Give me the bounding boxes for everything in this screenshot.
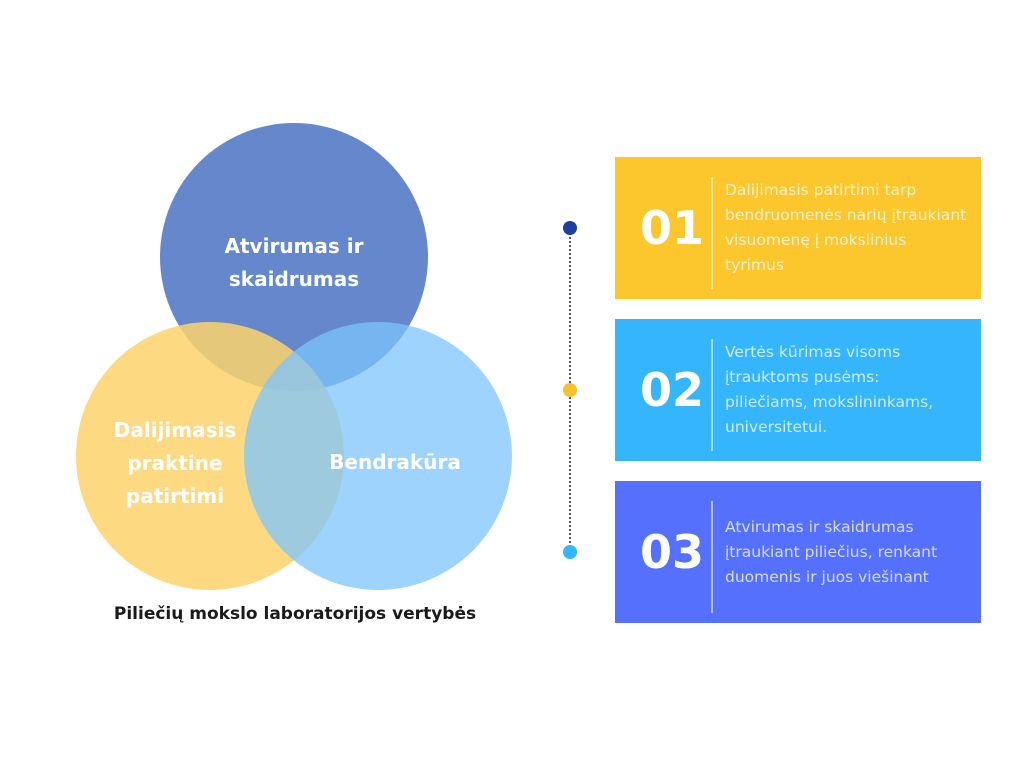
- venn-diagram: [76, 123, 512, 590]
- card-text: Atvirumas ir skaidrumas įtraukiant pilie…: [725, 517, 938, 586]
- timeline-dot-3: [563, 545, 577, 559]
- card-text: Dalijimasis patirtimi tarp bendruomenės …: [725, 181, 967, 274]
- card-text: Vertės kūrimas visoms įtrauktoms pusėms:…: [725, 343, 934, 436]
- circle-label-openness: Atvirumas ir skaidrumas: [224, 234, 364, 291]
- value-card-1: 01 Dalijimasis patirtimi tarp bendruomen…: [615, 157, 981, 299]
- card-number: 01: [639, 201, 704, 255]
- timeline-dot-1: [563, 221, 577, 235]
- circle-cocreation: [244, 322, 512, 590]
- card-divider: [711, 177, 713, 289]
- timeline-dot-2: [563, 383, 577, 397]
- value-card-3: 03 Atvirumas ir skaidrumas įtraukiant pi…: [615, 481, 981, 623]
- card-divider: [711, 339, 713, 451]
- circle-label-sharing: Dalijimasis praktine patirtimi: [113, 418, 237, 508]
- card-number: 02: [639, 363, 704, 417]
- card-number: 03: [639, 525, 704, 579]
- circle-label-cocreation: Bendrakūra: [329, 450, 461, 474]
- card-divider: [711, 501, 713, 613]
- diagram-caption: Piliečių mokslo laboratorijos vertybės: [113, 604, 477, 624]
- value-card-2: 02 Vertės kūrimas visoms įtrauktoms pusė…: [615, 319, 981, 461]
